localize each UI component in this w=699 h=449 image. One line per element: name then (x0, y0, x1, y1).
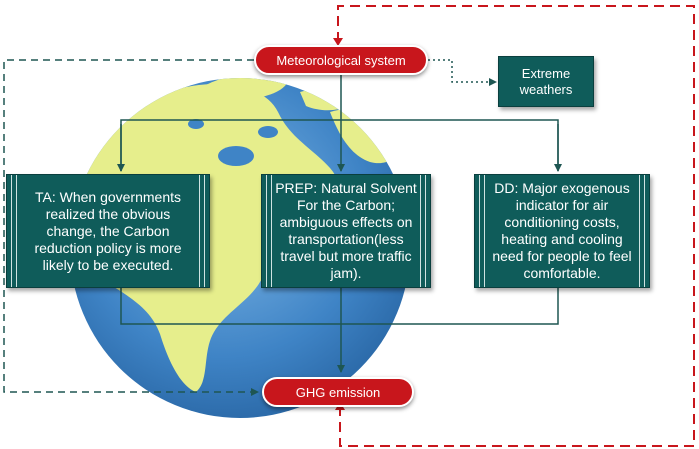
dotted-connector-extreme-weathers (428, 59, 497, 86)
ta-node-label: TA: When governments realized the obviou… (34, 188, 182, 273)
feedback-loop-connector (337, 5, 695, 447)
branch-connectors (117, 74, 562, 172)
ghg-emission-node: GHG emission (262, 377, 414, 407)
left-dashed-connector (3, 59, 259, 396)
meteorological-system-label: Meteorological system (276, 52, 406, 68)
ta-node-left-edge (11, 175, 17, 287)
prep-node-right-edge (420, 175, 426, 287)
ghg-emission-label: GHG emission (295, 384, 381, 400)
prep-node: PREP: Natural Solvent For the Carbon; am… (261, 174, 431, 288)
prep-node-left-edge (266, 175, 272, 287)
extreme-weathers-label: Extreme weathers (519, 65, 573, 97)
dd-node-label: DD: Major exogenous indicator for air co… (492, 180, 632, 281)
dd-node: DD: Major exogenous indicator for air co… (474, 174, 650, 288)
ta-node-right-edge (199, 175, 205, 287)
dd-node-left-edge (479, 175, 485, 287)
meteorological-system-node: Meteorological system (254, 45, 428, 75)
prep-node-label: PREP: Natural Solvent For the Carbon; am… (275, 180, 417, 281)
ta-node: TA: When governments realized the obviou… (6, 174, 210, 288)
dd-node-right-edge (639, 175, 645, 287)
extreme-weathers-node: Extreme weathers (498, 56, 594, 107)
merge-connectors (120, 287, 559, 373)
feedback-arrowhead-top (333, 38, 343, 46)
